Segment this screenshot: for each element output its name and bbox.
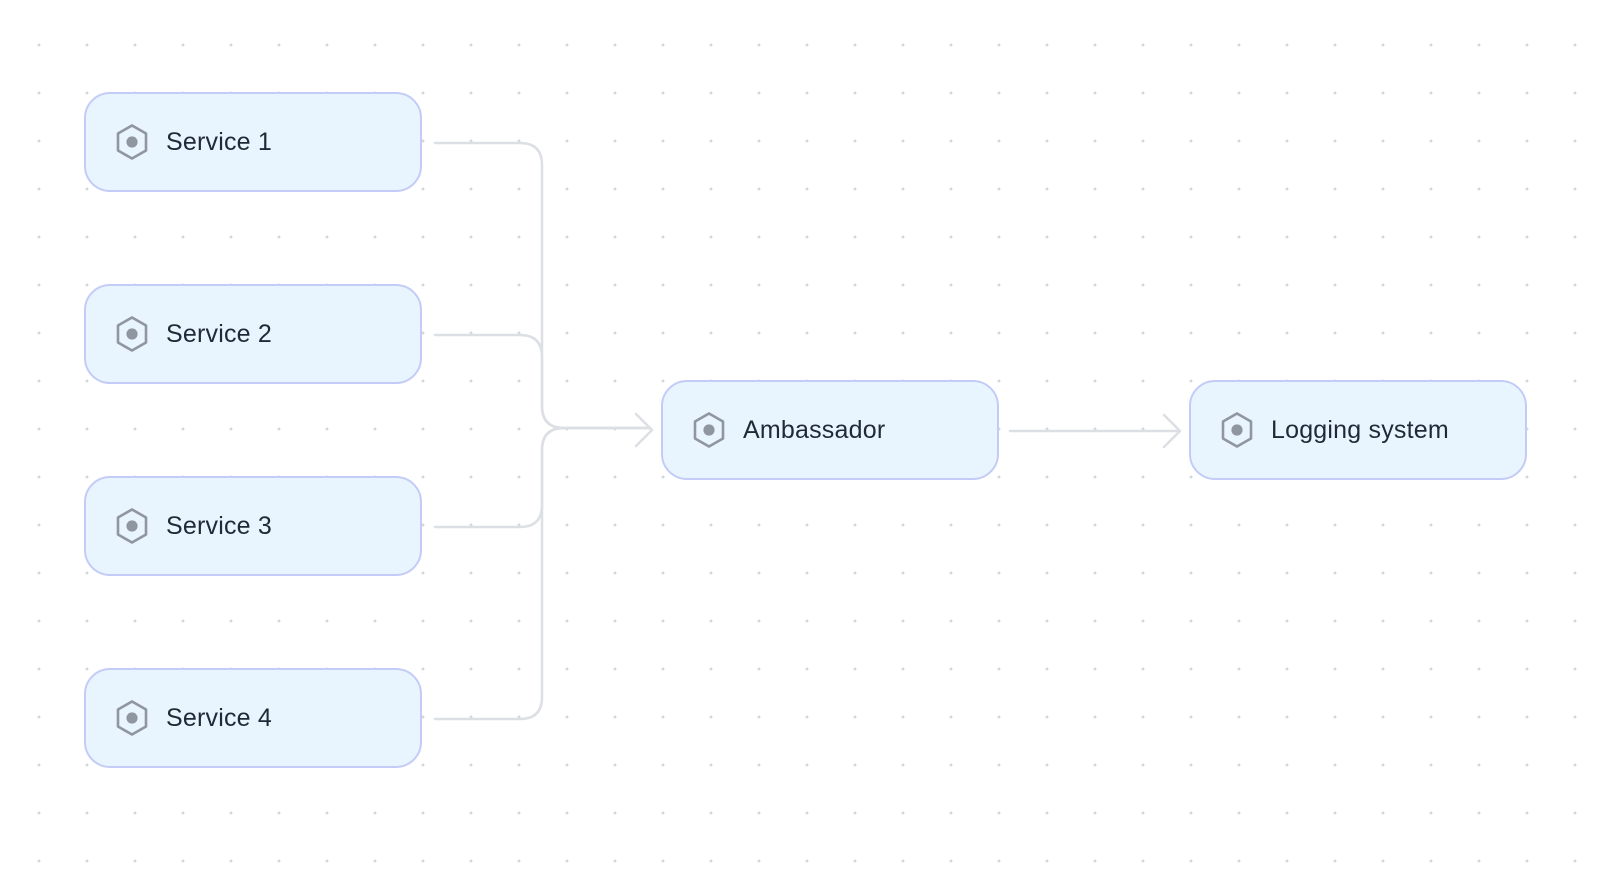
edge-service-2-to-ambassador [433, 333, 652, 430]
arrowhead-logging-system [1162, 413, 1182, 449]
node-service-2[interactable]: Service 2 [84, 284, 422, 384]
node-label: Service 2 [166, 319, 273, 348]
node-label: Ambassador [743, 415, 886, 444]
node-logging-system[interactable]: Logging system [1189, 380, 1527, 480]
hexagon-node-icon [691, 411, 727, 449]
arrowhead-ambassador [634, 412, 654, 448]
node-label: Service 3 [166, 511, 273, 540]
hexagon-node-icon [1219, 411, 1255, 449]
node-label: Service 1 [166, 127, 273, 156]
node-service-3[interactable]: Service 3 [84, 476, 422, 576]
node-service-1[interactable]: Service 1 [84, 92, 422, 192]
hexagon-node-icon [114, 507, 150, 545]
edge-service-4-to-ambassador [433, 426, 652, 721]
node-label: Logging system [1271, 415, 1449, 444]
hexagon-node-icon [114, 315, 150, 353]
node-ambassador[interactable]: Ambassador [661, 380, 999, 480]
hexagon-node-icon [114, 123, 150, 161]
node-label: Service 4 [166, 703, 273, 732]
node-service-4[interactable]: Service 4 [84, 668, 422, 768]
hexagon-node-icon [114, 699, 150, 737]
